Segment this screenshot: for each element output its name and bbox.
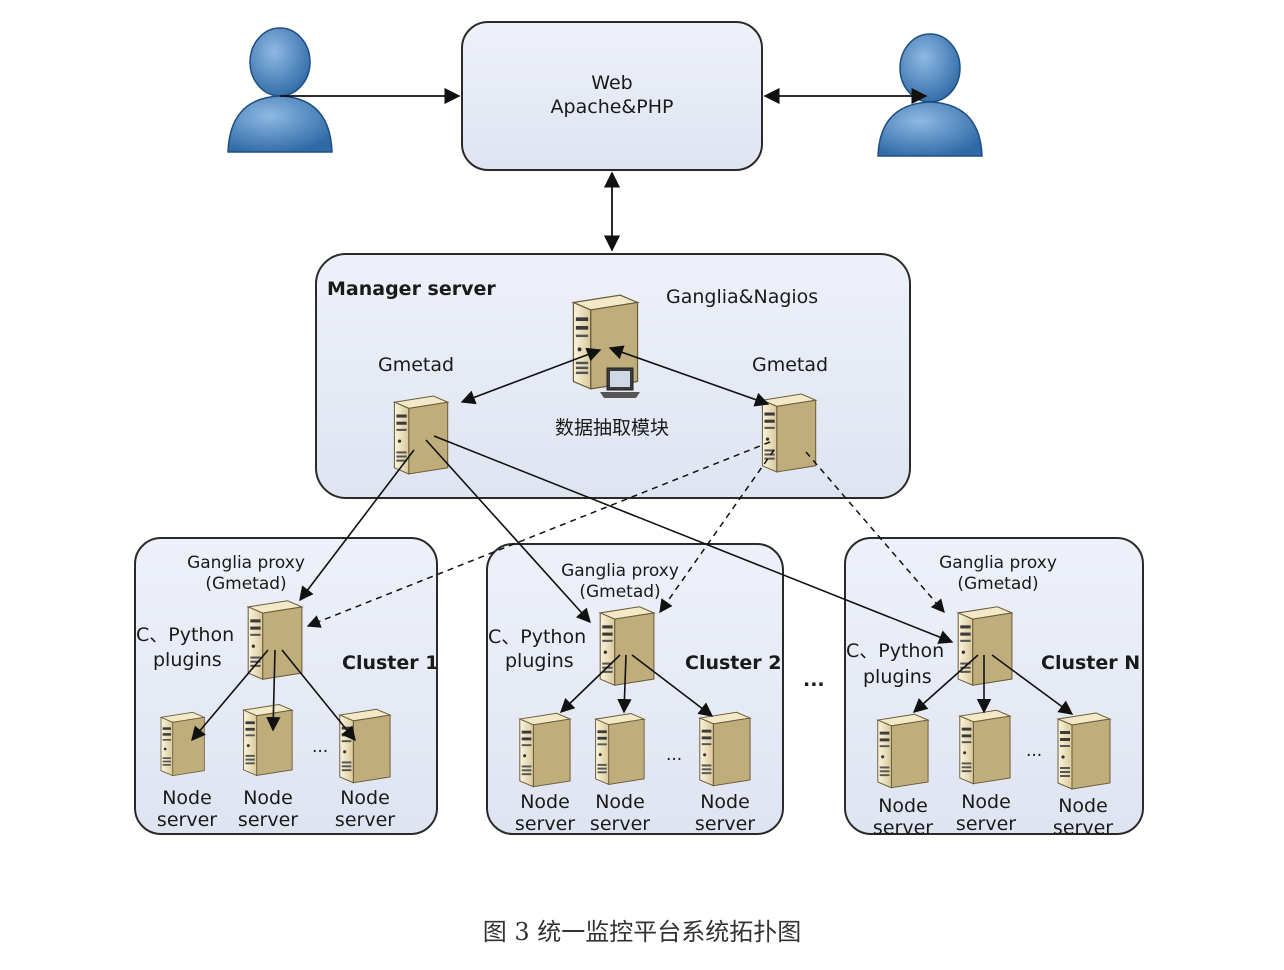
dashed-right-gmetad-to-cluster-2 bbox=[659, 449, 775, 614]
cluster-n-node-1-line1: Node bbox=[878, 795, 928, 817]
user-right-icon bbox=[877, 33, 983, 157]
web-box-line1: Web bbox=[591, 72, 632, 94]
web-box-line2: Apache&PHP bbox=[551, 96, 674, 118]
cluster-n-node-2-line2: server bbox=[956, 813, 1016, 835]
cluster-1-arrow-node-2 bbox=[266, 649, 281, 732]
cluster-2-node-3-line2: server bbox=[695, 813, 755, 835]
cluster-n-plugins-line2: plugins bbox=[863, 666, 932, 688]
manager-core-label: Ganglia&Nagios bbox=[666, 286, 818, 308]
cluster-n-node-3-line2: server bbox=[1053, 817, 1113, 839]
cluster-2: Ganglia proxy (Gmetad) C、Python plugins … bbox=[488, 561, 781, 835]
cluster-2-node-2-line1: Node bbox=[595, 791, 645, 813]
arrow-core-to-left-gmetad bbox=[460, 347, 602, 405]
cluster-1-ellipsis: ... bbox=[312, 737, 328, 757]
cluster-1-node-1-line1: Node bbox=[162, 787, 212, 809]
cluster-1-arrow-node-3 bbox=[281, 649, 356, 742]
cluster-n-node-2-icon bbox=[959, 709, 1011, 785]
cluster-n-plugins-line1: C、Python bbox=[846, 640, 944, 662]
cluster-1-node-2-line1: Node bbox=[243, 787, 293, 809]
cluster-1-arrow-node-1 bbox=[191, 649, 269, 742]
cluster-2-ellipsis: ... bbox=[666, 745, 682, 765]
cluster-2-proxy-line2: (Gmetad) bbox=[579, 582, 660, 602]
manager-title: Manager server bbox=[327, 278, 496, 300]
cluster-1-node-2-icon bbox=[243, 704, 293, 776]
user-left-icon bbox=[227, 27, 333, 153]
cluster-1-proxy-line2: (Gmetad) bbox=[205, 574, 286, 594]
arrow-core-to-right-gmetad bbox=[608, 345, 770, 407]
cluster-1-plugins-line1: C、Python bbox=[136, 624, 234, 646]
cluster-1: Ganglia proxy (Gmetad) C、Python plugins … bbox=[136, 553, 438, 831]
cluster-n-node-3-line1: Node bbox=[1058, 795, 1108, 817]
cluster-n-node-3-icon bbox=[1057, 712, 1111, 790]
left-gmetad-server-icon bbox=[393, 395, 449, 475]
cluster-1-plugins-line2: plugins bbox=[153, 649, 222, 671]
cluster-2-node-2-icon bbox=[595, 713, 645, 785]
cluster-n-name: Cluster N bbox=[1041, 652, 1140, 674]
cluster-2-proxy-server-icon bbox=[599, 606, 655, 686]
cluster-2-node-1-line2: server bbox=[515, 813, 575, 835]
cluster-2-name: Cluster 2 bbox=[685, 652, 781, 674]
cluster-n-node-1-line2: server bbox=[873, 817, 933, 839]
cluster-n-proxy-line1: Ganglia proxy bbox=[939, 553, 1057, 573]
data-extraction-module-label: 数据抽取模块 bbox=[555, 417, 669, 439]
manager-right-gmetad-label: Gmetad bbox=[752, 354, 828, 376]
cluster-2-node-3-line1: Node bbox=[700, 791, 750, 813]
manager-left-gmetad-label: Gmetad bbox=[378, 354, 454, 376]
cluster-1-node-3-icon bbox=[339, 708, 391, 784]
cluster-n-node-1-icon bbox=[877, 713, 929, 789]
cluster-2-node-1-icon bbox=[519, 712, 571, 788]
arrow-left-gmetad-to-cluster-n bbox=[433, 435, 954, 644]
cluster-2-plugins-line2: plugins bbox=[505, 650, 574, 672]
cluster-2-arrow-node-2 bbox=[617, 654, 632, 714]
cluster-n-proxy-server-icon bbox=[957, 606, 1013, 686]
cluster-n-node-2-line1: Node bbox=[961, 791, 1011, 813]
cluster-2-arrow-node-1 bbox=[559, 654, 621, 714]
arrow-left-gmetad-to-cluster-1 bbox=[299, 449, 415, 602]
dashed-right-gmetad-to-cluster-1 bbox=[306, 441, 771, 628]
right-gmetad-server-icon bbox=[761, 393, 817, 473]
arrow-left-gmetad-to-cluster-2 bbox=[425, 439, 591, 624]
cluster-1-node-3-line2: server bbox=[335, 809, 395, 831]
dashed-right-gmetad-to-cluster-n bbox=[805, 451, 945, 614]
cluster-1-node-3-line1: Node bbox=[340, 787, 390, 809]
web-server-box: Web Apache&PHP bbox=[461, 21, 763, 171]
cluster-1-node-1-icon bbox=[160, 711, 205, 777]
cluster-2-node-3-icon bbox=[699, 711, 751, 787]
cluster-1-proxy-line1: Ganglia proxy bbox=[187, 553, 305, 573]
cluster-n-arrow-node-1 bbox=[912, 654, 979, 713]
cluster-n: Ganglia proxy (Gmetad) C、Python plugins … bbox=[846, 553, 1140, 839]
figure-caption: 图 3 统一监控平台系统拓扑图 bbox=[483, 918, 802, 946]
cluster-2-arrow-node-3 bbox=[631, 654, 714, 717]
cluster-n-ellipsis: ... bbox=[1026, 741, 1042, 761]
cluster-1-node-1-line2: server bbox=[157, 809, 217, 831]
between-clusters-ellipsis: ... bbox=[803, 669, 825, 691]
cluster-2-plugins-line1: C、Python bbox=[488, 626, 586, 648]
cluster-1-name: Cluster 1 bbox=[342, 652, 438, 674]
cluster-2-node-2-line2: server bbox=[590, 813, 650, 835]
cluster-2-node-1-line1: Node bbox=[520, 791, 570, 813]
cluster-n-arrow-node-3 bbox=[991, 654, 1074, 715]
cluster-1-node-2-line2: server bbox=[238, 809, 298, 831]
cluster-2-proxy-line1: Ganglia proxy bbox=[561, 561, 679, 581]
cluster-n-proxy-line2: (Gmetad) bbox=[957, 574, 1038, 594]
